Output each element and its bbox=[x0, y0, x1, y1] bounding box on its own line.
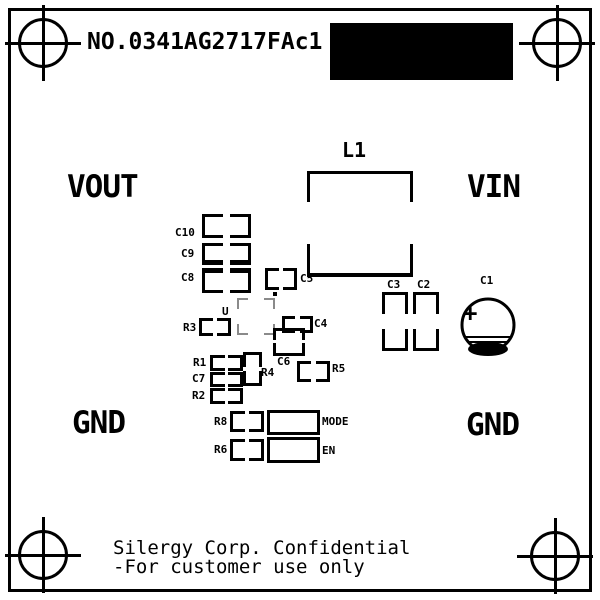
redacted-box bbox=[330, 23, 513, 80]
pad-right bbox=[230, 243, 251, 265]
pad-top bbox=[413, 292, 439, 314]
terminal-vout: VOUT bbox=[67, 169, 139, 205]
pad-bottom bbox=[382, 329, 408, 351]
pad-left bbox=[202, 243, 223, 265]
footprint-r8 bbox=[230, 411, 264, 432]
pad-bottom bbox=[243, 371, 262, 386]
pad-left bbox=[210, 372, 225, 387]
fiducial-crosshair-icon bbox=[5, 517, 81, 593]
terminal-vin: VIN bbox=[467, 169, 521, 205]
label-c10: C10 bbox=[175, 226, 195, 239]
pad-right bbox=[228, 372, 243, 387]
footprint-c5 bbox=[265, 268, 297, 290]
footprint-c4 bbox=[282, 316, 313, 333]
pad-left bbox=[199, 318, 213, 336]
fiducial-crosshair-icon bbox=[517, 518, 593, 594]
pad-bottom bbox=[273, 343, 305, 356]
label-u: U bbox=[222, 305, 229, 318]
board-number: NO.0341AG2717FAc1 bbox=[87, 29, 323, 55]
footprint-c8 bbox=[202, 268, 251, 293]
pad-left bbox=[265, 268, 279, 290]
label-c3: C3 bbox=[387, 278, 401, 291]
footprint-c2 bbox=[413, 292, 439, 351]
label-c7: C7 bbox=[192, 372, 206, 385]
board-outline bbox=[8, 8, 592, 592]
pad-right bbox=[249, 411, 264, 432]
pad-right bbox=[228, 355, 243, 371]
footprint-l1-top bbox=[307, 171, 413, 202]
footer-line-2: -For customer use only bbox=[113, 556, 365, 578]
pad-top bbox=[243, 352, 262, 367]
label-l1: L1 bbox=[342, 138, 367, 162]
label-r8: R8 bbox=[214, 415, 228, 428]
ic-corner bbox=[237, 298, 248, 309]
pad-right bbox=[249, 439, 264, 461]
label-en: EN bbox=[322, 444, 336, 457]
label-c8: C8 bbox=[181, 271, 195, 284]
pad-left bbox=[230, 411, 245, 432]
pad-bottom bbox=[413, 329, 439, 351]
label-r5: R5 bbox=[332, 362, 346, 375]
label-r4: R4 bbox=[261, 366, 275, 379]
label-mode: MODE bbox=[322, 415, 349, 428]
label-r3: R3 bbox=[183, 321, 197, 334]
pin1-dot-icon bbox=[273, 292, 277, 296]
crosshair-circle bbox=[18, 530, 68, 580]
ic-corner bbox=[264, 298, 275, 309]
ic-corner bbox=[237, 324, 248, 335]
pad-right bbox=[300, 316, 313, 333]
crosshair-circle bbox=[532, 18, 582, 68]
label-c4: C4 bbox=[314, 317, 328, 330]
terminal-gnd-right: GND bbox=[466, 407, 520, 443]
label-r1: R1 bbox=[193, 356, 207, 369]
pad-left bbox=[202, 268, 223, 293]
footprint-c6 bbox=[273, 328, 305, 356]
footprint-r4 bbox=[243, 352, 262, 386]
electrolytic-capacitor-icon bbox=[460, 297, 516, 356]
footprint-c9 bbox=[202, 243, 251, 265]
pad-right bbox=[228, 388, 243, 404]
footprint-r3 bbox=[199, 318, 231, 336]
pad-left bbox=[282, 316, 295, 333]
label-r2: R2 bbox=[192, 389, 206, 402]
footprint-c3 bbox=[382, 292, 408, 351]
label-c6: C6 bbox=[277, 355, 291, 368]
label-c2: C2 bbox=[417, 278, 431, 291]
footprint-c7 bbox=[210, 372, 243, 387]
en-jumper-box bbox=[267, 437, 320, 463]
fiducial-crosshair-icon bbox=[519, 5, 595, 81]
pad-right bbox=[217, 318, 231, 336]
footprint-c10 bbox=[202, 214, 251, 238]
pad-left bbox=[297, 361, 311, 382]
terminal-gnd-left: GND bbox=[72, 405, 126, 441]
pad-top bbox=[273, 328, 305, 340]
footprint-l1-bottom bbox=[307, 244, 413, 277]
label-c5: C5 bbox=[300, 272, 314, 285]
crosshair-circle bbox=[530, 531, 580, 581]
pad-right bbox=[230, 268, 251, 293]
footprint-r1 bbox=[210, 355, 243, 371]
pad-right bbox=[230, 214, 251, 238]
footprint-r2 bbox=[210, 388, 243, 404]
label-r6: R6 bbox=[214, 443, 228, 456]
footprint-r6 bbox=[230, 439, 264, 461]
footprint-r5 bbox=[297, 361, 330, 382]
footer-line-1: Silergy Corp. Confidential bbox=[113, 537, 411, 559]
pad-left bbox=[202, 214, 223, 238]
pad-left bbox=[210, 355, 225, 371]
pad-right bbox=[316, 361, 330, 382]
pad-left bbox=[230, 439, 245, 461]
label-c9: C9 bbox=[181, 247, 195, 260]
pad-right bbox=[283, 268, 297, 290]
crosshair-circle bbox=[18, 18, 68, 68]
polarity-plus-mark: + bbox=[463, 299, 478, 327]
label-c1: C1 bbox=[480, 274, 494, 287]
mode-jumper-box bbox=[267, 410, 320, 435]
fiducial-crosshair-icon bbox=[5, 5, 81, 81]
pad-top bbox=[382, 292, 408, 314]
pad-left bbox=[210, 388, 225, 404]
footprint-u-ic bbox=[237, 298, 275, 335]
